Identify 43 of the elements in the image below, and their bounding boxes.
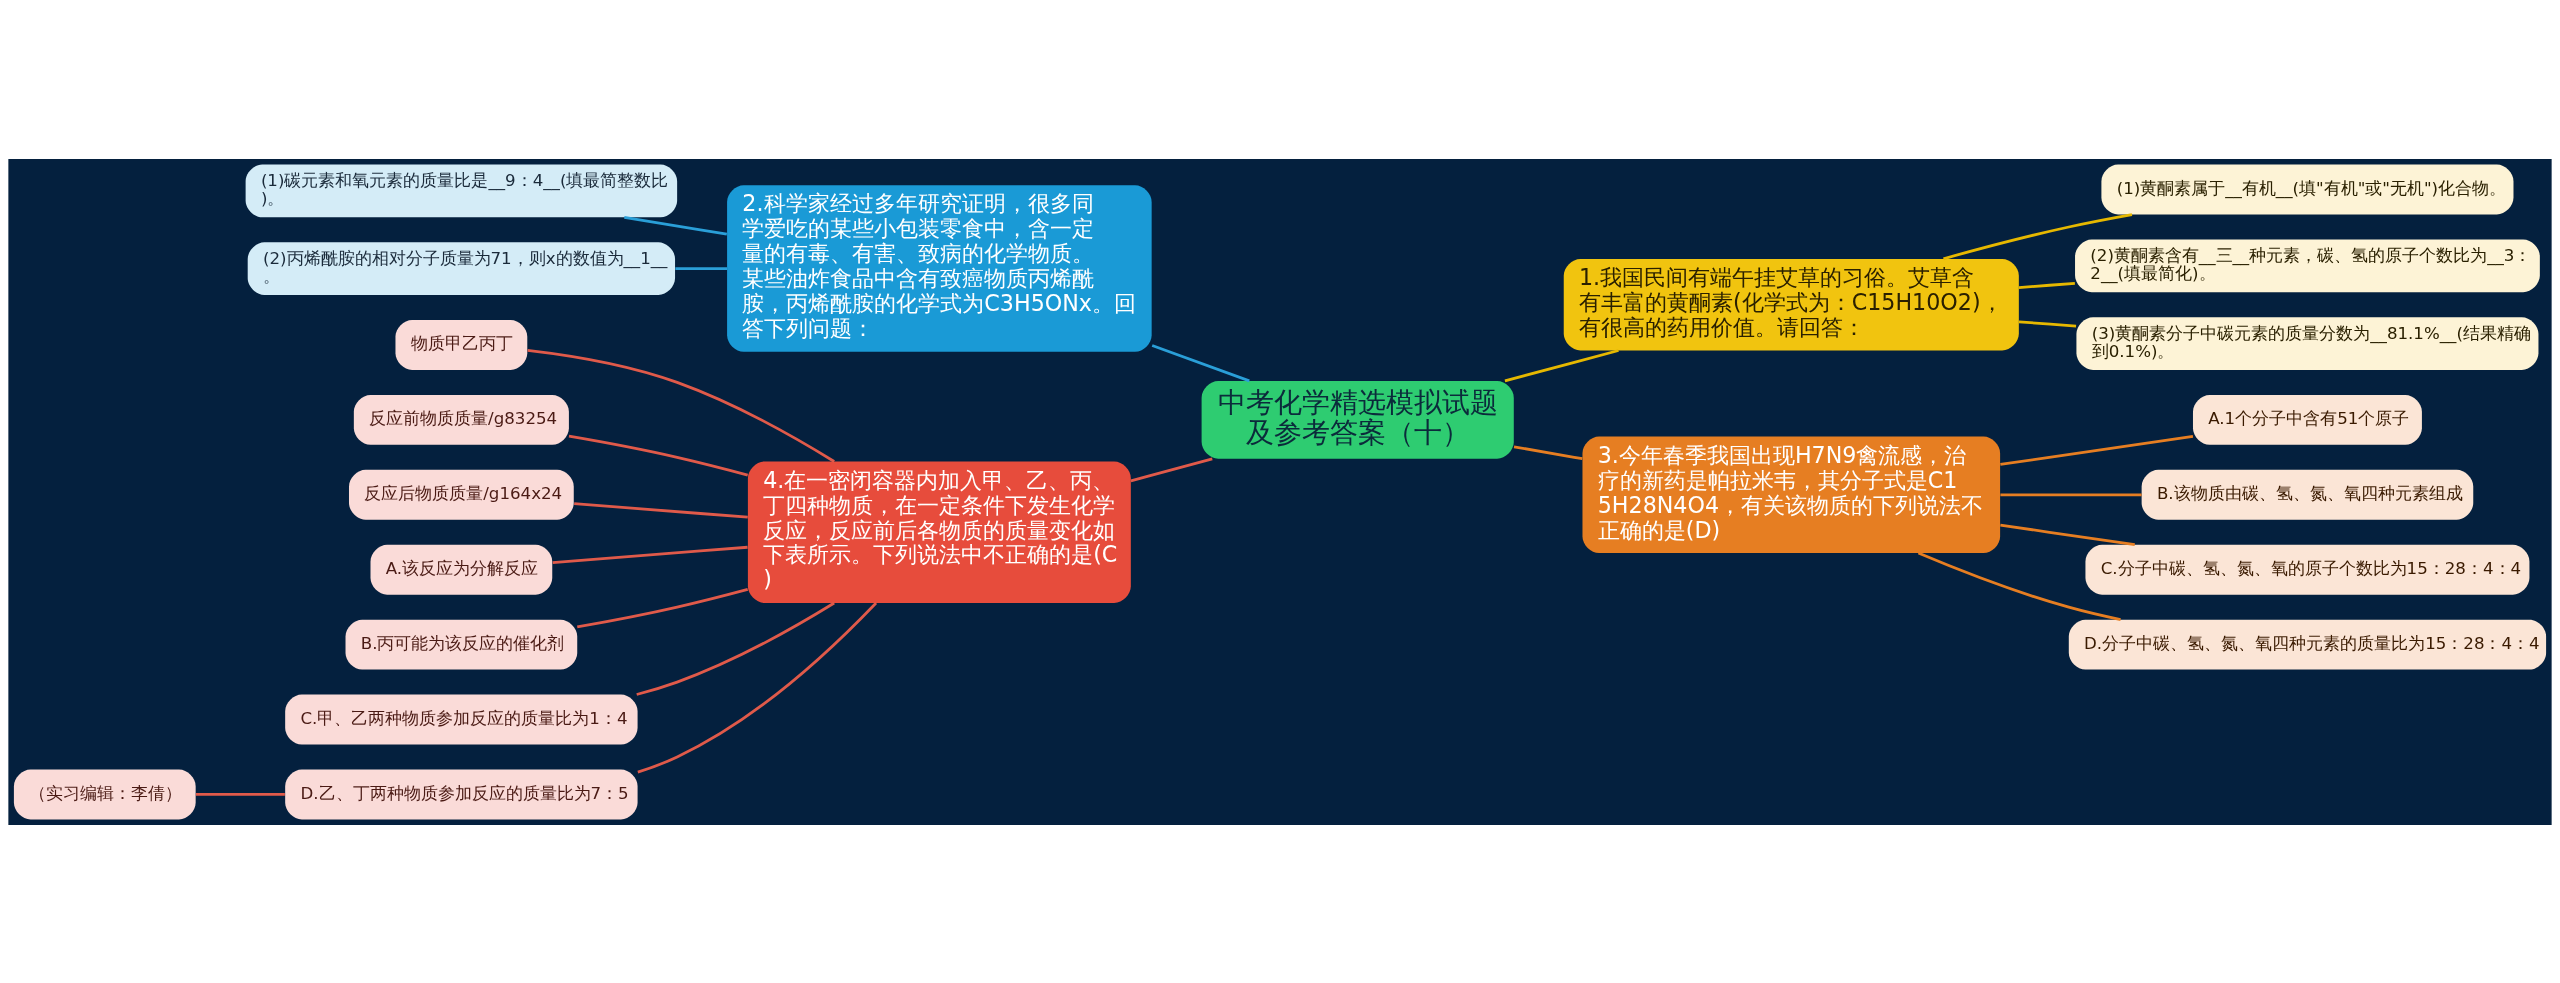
node-box: B.丙可能为该反应的催化剂 (345, 619, 578, 670)
connector (2018, 319, 2077, 328)
node-box: A.该反应为分解反应 (370, 544, 553, 595)
connector (552, 545, 748, 564)
node-box: (3)黄酮素分子中碳元素的质量分数为__81.1%__(结果精确到0.1%)。 (2076, 316, 2539, 370)
node-box: 1.我国民间有端午挂艾草的习俗。艾草含有丰富的黄酮素(化学式为：C15H10O2)，有很高的药用价值。请回答： (1563, 258, 2019, 350)
connector (1151, 343, 1250, 382)
node-box: (2)丙烯酰胺的相对分子质量为71，则x的数值为__1__。 (247, 241, 676, 295)
connector (1504, 348, 1619, 382)
node-box: （实习编辑：李倩） (13, 769, 196, 819)
connector (2000, 434, 2194, 466)
connector (2000, 492, 2142, 496)
connector (195, 792, 285, 796)
connector (577, 587, 749, 628)
connector (1917, 551, 2121, 621)
connector (637, 601, 878, 773)
node-box: 2.科学家经过多年研究证明，很多同学爱吃的某些小包装零食中，含一定量的有毒、有害、致病的化学物质。某些油炸食品中含有致癌物质丙烯酰胺，丙烯酰胺的化学式为C3H5ONx。回答下列问题： (727, 184, 1152, 352)
node-box: B.该物质由碳、氢、氮、氧四种元素组成 (2141, 469, 2474, 520)
node-box: C.甲、乙两种物质参加反应的质量比为1：4 (285, 694, 638, 745)
connector (2018, 281, 2075, 289)
node-box: A.1个分子中含有51个原子 (2192, 394, 2422, 445)
node-box: 4.在一密闭容器内加入甲、乙、丙、丁四种物质，在一定条件下发生化学反应，反应前后各物质的质量变化如下表所示。下列说法中不正确的是(C) (747, 460, 1131, 603)
node-box: 反应前物质质量/g83254 (353, 394, 569, 445)
node-box: C.分子中碳、氢、氮、氧的原子个数比为15：28：4：4 (2085, 544, 2530, 595)
node-box: 物质甲乙丙丁 (395, 319, 528, 370)
node-box: D.乙、丁两种物质参加反应的质量比为7：5 (285, 769, 638, 819)
connector (568, 434, 749, 476)
connector (527, 348, 835, 463)
connector (1130, 456, 1213, 482)
connector (675, 266, 728, 270)
node-box: 3.今年春季我国出现H7N9禽流感，治疗的新药是帕拉米韦，其分子式是C15H28N4O4，有关该物质的下列说法不正确的是(D) (1582, 436, 2001, 553)
node-box: (1)黄酮素属于__有机__(填"有机"或"无机")化合物。 (2101, 164, 2514, 214)
connector (574, 501, 748, 519)
node-box: (2)黄酮素含有__三__种元素，碳、氢的原子个数比为__3：2__(填最简化)。 (2075, 238, 2540, 292)
node-box: D.分子中碳、氢、氮、氧四种元素的质量比为15：28：4：4 (2068, 619, 2547, 670)
connector (1943, 212, 2133, 260)
connector (1513, 444, 1583, 460)
node-box: 反应后物质质量/g164x24 (349, 469, 574, 520)
node-box: 中考化学精选模拟试题及参考答案（十） (1201, 380, 1514, 459)
node-box: (1)碳元素和氧元素的质量比是__9：4__(填最简整数比)。 (245, 164, 678, 217)
connector (636, 601, 835, 696)
connector (2000, 523, 2135, 546)
connector (624, 215, 728, 235)
